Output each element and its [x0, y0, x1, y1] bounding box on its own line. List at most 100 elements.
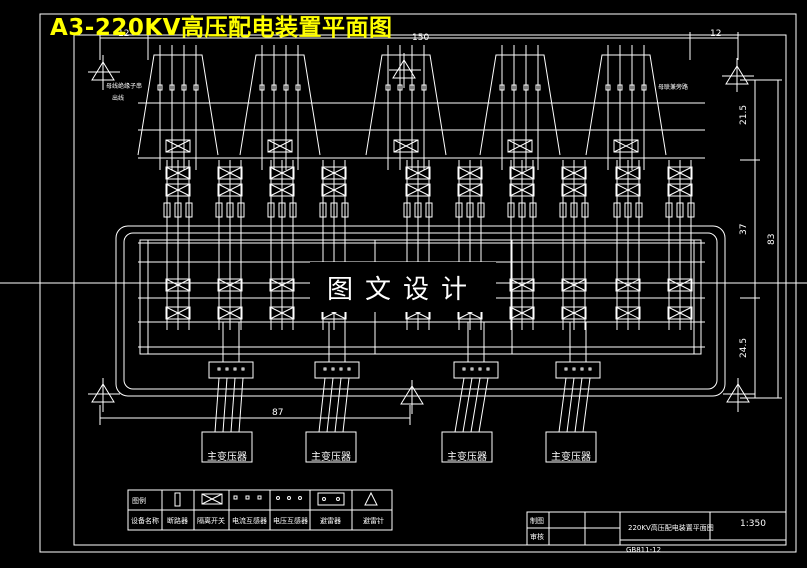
breaker — [319, 202, 327, 218]
bay-portal — [479, 54, 561, 156]
breaker — [341, 202, 349, 218]
title-block — [526, 511, 787, 546]
transformer-bay-box — [555, 361, 601, 379]
disconnector — [615, 306, 641, 320]
tb-drawing-no: GB811-12 — [626, 546, 661, 554]
bay-insulator — [181, 84, 187, 91]
bay-insulator — [605, 84, 611, 91]
transformer-lead — [454, 377, 465, 433]
transformer-lead — [574, 377, 583, 433]
disconnector-x — [615, 306, 641, 320]
legend-label: 电压互感器 — [273, 516, 308, 525]
bay-insulator — [617, 84, 623, 91]
bay-insulator — [169, 84, 175, 91]
ct-dot — [217, 367, 221, 371]
bay-insulator — [193, 84, 199, 91]
breaker — [676, 202, 684, 218]
breaker — [289, 202, 297, 218]
transformer — [305, 431, 357, 463]
legend-label: 断路器 — [167, 516, 188, 525]
transformer-lead — [582, 377, 591, 433]
bay-portal — [365, 54, 447, 156]
rod-symbol-icon — [364, 491, 378, 506]
road-outer — [115, 225, 726, 397]
disconnector-x — [165, 139, 191, 153]
transformer-label: 主变压器 — [207, 450, 247, 463]
breaker — [624, 202, 632, 218]
bay-insulator — [283, 84, 289, 91]
disconnector-x — [561, 306, 587, 320]
dim-right-1: 21.5 — [739, 105, 749, 125]
transformer-lead — [318, 377, 326, 433]
road-inner — [123, 232, 718, 390]
bays — [137, 45, 695, 433]
tb-scale: 1:350 — [740, 519, 766, 529]
ct-dot — [331, 367, 335, 371]
ct-dot — [323, 367, 327, 371]
transformer-lead — [238, 377, 244, 433]
transformer-lead — [222, 377, 228, 433]
ct-dot — [470, 367, 474, 371]
legend-label: 隔离开关 — [197, 516, 225, 525]
breaker — [163, 202, 171, 218]
note-busbar: 母线绝缘子串 — [106, 82, 142, 90]
ct-dot — [588, 367, 592, 371]
disconnector-x — [267, 139, 293, 153]
breaker — [466, 202, 474, 218]
breaker — [185, 202, 193, 218]
transformer-lead — [326, 377, 334, 433]
legend-label: 电流互感器 — [232, 516, 267, 525]
disconnector-x — [613, 139, 639, 153]
breaker — [278, 202, 286, 218]
legend-label: 避雷针 — [363, 516, 384, 525]
transformer-lead — [566, 377, 575, 433]
top-dimension — [99, 32, 739, 60]
bay-insulator — [157, 84, 163, 91]
breaker — [518, 202, 526, 218]
disconnector — [509, 306, 535, 320]
disconnector — [393, 139, 419, 153]
transformer — [201, 431, 253, 463]
breaker — [635, 202, 643, 218]
disconnector — [269, 278, 295, 292]
disconnector-x — [561, 278, 587, 292]
disconnector-x — [509, 306, 535, 320]
ct-dot — [233, 367, 237, 371]
breaker — [477, 202, 485, 218]
note-outgoing: 出线 — [112, 94, 124, 102]
disconnector-x — [615, 278, 641, 292]
breaker — [174, 202, 182, 218]
transformer — [545, 431, 597, 463]
breaker — [507, 202, 515, 218]
dim-right-total: 83 — [767, 234, 777, 245]
disconnector — [269, 306, 295, 320]
watermark: 图文设计 — [310, 262, 496, 312]
bay-portal — [239, 54, 321, 156]
tb-row2: 审核 — [530, 532, 544, 541]
transformer-lead — [334, 377, 342, 433]
breaker — [581, 202, 589, 218]
disconnector — [217, 278, 243, 292]
ct-dot — [572, 367, 576, 371]
breaker — [403, 202, 411, 218]
legend-label: 设备名称 — [131, 516, 159, 525]
tb-row1: 制图 — [530, 516, 544, 525]
disconnector — [613, 139, 639, 153]
breaker — [425, 202, 433, 218]
bay-insulator — [523, 84, 529, 91]
dim-top-right: 12 — [710, 29, 721, 39]
disconnector — [561, 278, 587, 292]
disconnector-x — [217, 306, 243, 320]
disconnector-x — [165, 306, 191, 320]
legend-table — [127, 489, 393, 531]
bay-insulator — [641, 84, 647, 91]
transformer-label: 主变压器 — [551, 450, 591, 463]
right-dimension — [740, 79, 782, 399]
bottom-dimension — [99, 405, 411, 425]
dim-top-left: 12 — [118, 29, 129, 39]
transformer-lead — [230, 377, 236, 433]
ct-dot — [347, 367, 351, 371]
transformer-lead — [342, 377, 350, 433]
disconnector-x — [507, 139, 533, 153]
